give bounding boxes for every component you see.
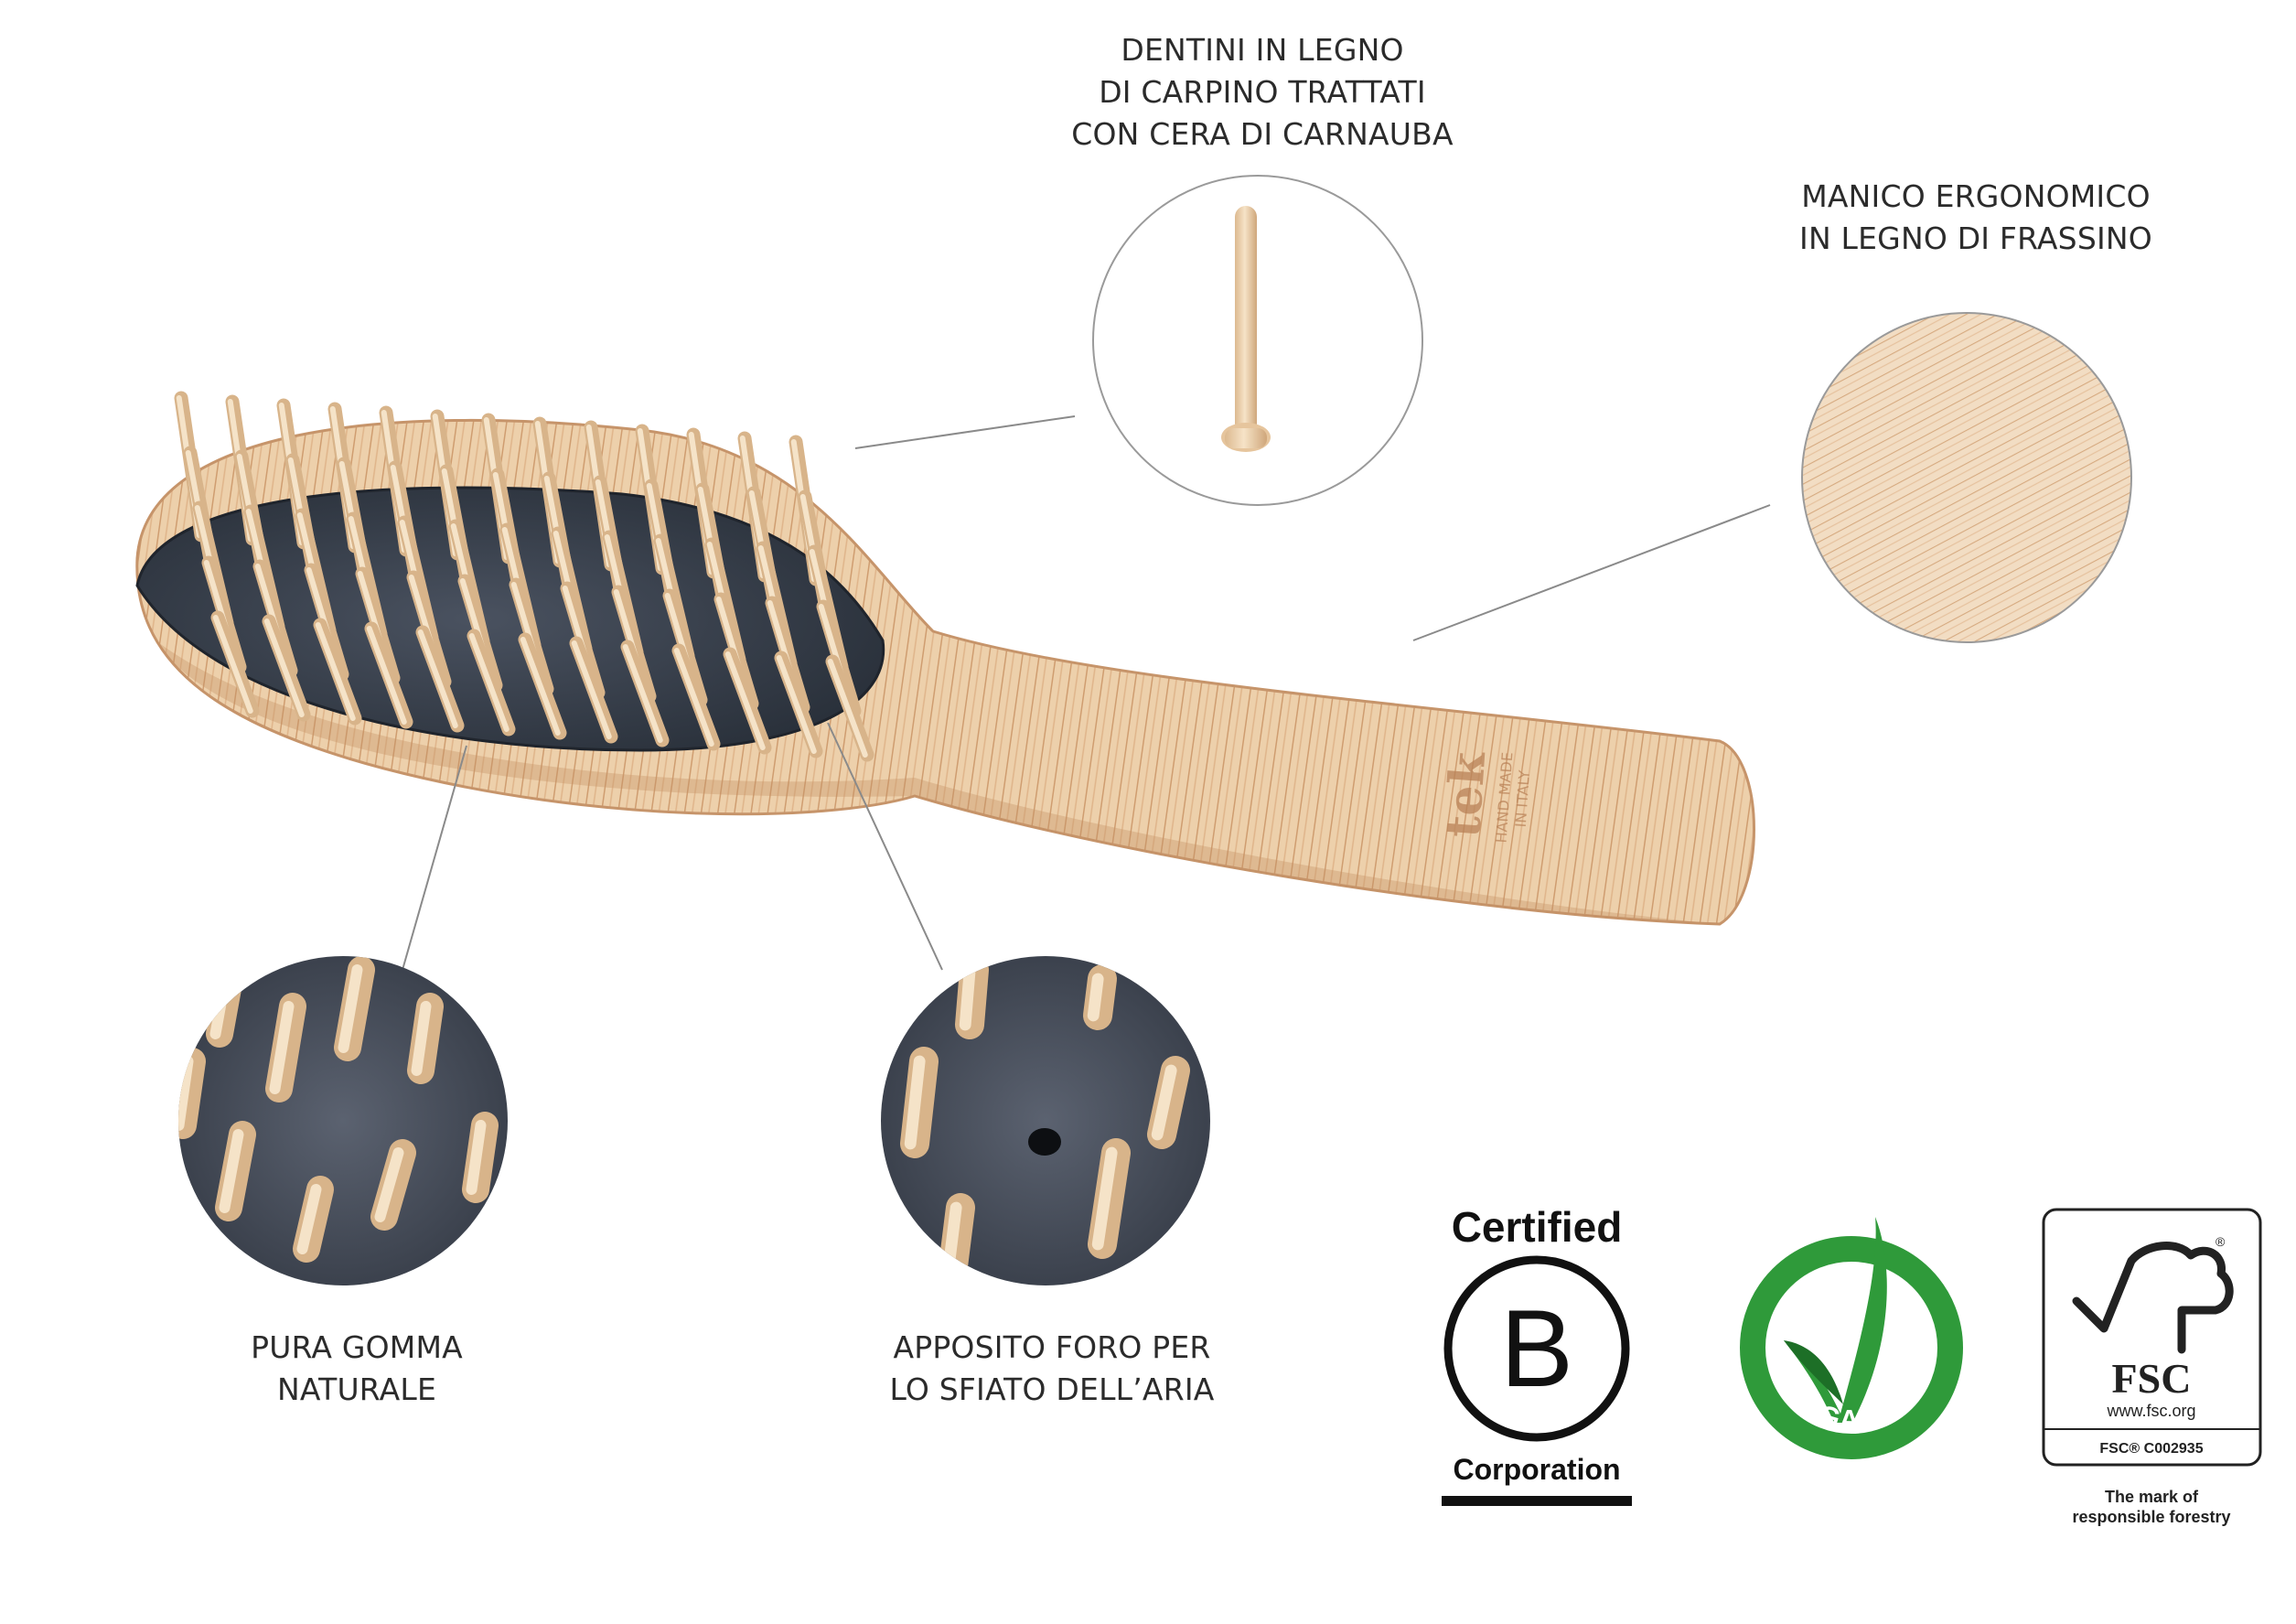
zoom-circle-grain	[1801, 312, 2132, 643]
bcorp-logo: Certified B Corporation	[1442, 1203, 1632, 1506]
brush-pin-highlight	[411, 1001, 432, 1076]
leader-rubber	[402, 745, 467, 971]
engraving-line2: IN ITALY	[1512, 769, 1533, 828]
brush-pin-highlight	[959, 963, 976, 1031]
brush-pin-highlight	[724, 651, 766, 750]
brush-pin-highlight	[212, 615, 253, 714]
veganok-logo: VEGANOK	[1740, 1217, 1963, 1459]
brush-pin-highlight	[904, 1055, 926, 1150]
brush-pins	[174, 391, 874, 762]
callout-teeth-caption: DENTINI IN LEGNO DI CARPINO TRATTATI CON…	[1015, 29, 1509, 156]
brush-pin-highlight	[827, 659, 868, 758]
bcorp-letter: B	[1500, 1287, 1573, 1410]
fsc-tagline-1: The mark of	[2105, 1488, 2199, 1506]
brush-pin-highlight	[366, 626, 407, 725]
brush-pin-highlight	[468, 633, 510, 732]
caption-line: DENTINI IN LEGNO	[1121, 32, 1404, 68]
zoom-circle-pin	[1092, 175, 1423, 506]
brush-pin-highlight	[1091, 1146, 1118, 1251]
brush-pin-highlight	[269, 1001, 295, 1094]
callout-handle-caption: MANICO ERGONOMICO IN LEGNO DI FRASSINO	[1738, 176, 2214, 260]
fsc-code: FSC® C002935	[2099, 1441, 2203, 1457]
brush-pin-highlight	[1087, 973, 1104, 1022]
leader-teeth	[854, 415, 1076, 449]
leader-handle	[1412, 504, 1771, 641]
air-hole	[1028, 1128, 1061, 1156]
zoom-circle-rubber	[178, 956, 508, 1285]
callout-rubber-caption: PURA GOMMA NATURALE	[183, 1327, 531, 1411]
brush-pin-highlight	[466, 1120, 487, 1195]
engraving-brand: tek	[1435, 749, 1497, 839]
brush-pin-highlight	[417, 629, 458, 728]
bcorp-certified: Certified	[1452, 1203, 1623, 1251]
brush-pin-highlight	[374, 1147, 404, 1222]
caption-line: NATURALE	[276, 1371, 436, 1407]
fsc-name: FSC	[2112, 1355, 2192, 1402]
brush-pin-highlight	[571, 640, 612, 739]
bcorp-corporation: Corporation	[1453, 1453, 1620, 1486]
brush-pin-highlight	[219, 1129, 244, 1213]
caption-line: MANICO ERGONOMICO	[1801, 178, 2151, 214]
vegan-leaf-icon	[1784, 1217, 1887, 1423]
svg-text:®: ®	[2216, 1234, 2226, 1249]
brush-pin-highlight	[315, 622, 356, 721]
caption-line: DI CARPINO TRATTATI	[1099, 74, 1426, 110]
caption-line: PURA GOMMA	[251, 1329, 463, 1365]
brush-pin-highlight	[263, 618, 305, 717]
caption-line: LO SFIATO DELL’ARIA	[889, 1371, 1215, 1407]
brush-pin-highlight	[673, 648, 714, 747]
brush-pin-highlight	[296, 1184, 322, 1254]
brush-pin-highlight	[1151, 1064, 1177, 1141]
fsc-tree-icon	[2072, 1242, 2234, 1354]
caption-line: IN LEGNO DI FRASSINO	[1799, 220, 2152, 256]
brush-pin-highlight	[520, 637, 561, 736]
leader-hole	[827, 722, 943, 971]
brush-pin-highlight	[178, 1056, 194, 1131]
fsc-url: www.fsc.org	[2106, 1402, 2195, 1420]
brush-pin-highlight	[622, 644, 663, 743]
fsc-tagline-2: responsible forestry	[2072, 1508, 2230, 1526]
zoom-circle-hole	[881, 956, 1210, 1285]
handle-engraving: tek HAND MADE IN ITALY	[1435, 749, 1533, 844]
leader-lines	[402, 415, 1771, 971]
caption-line: CON CERA DI CARNAUBA	[1071, 116, 1454, 152]
brush-pin-highlight	[338, 964, 363, 1053]
fsc-logo: ® FSC www.fsc.org FSC® C002935 The mark …	[2042, 1208, 2262, 1526]
caption-line: APPOSITO FORO PER	[893, 1329, 1211, 1365]
callout-hole-caption: APPOSITO FORO PER LO SFIATO DELL’ARIA	[842, 1327, 1262, 1411]
brush-pin-highlight	[776, 655, 817, 754]
brush-body	[135, 418, 1755, 926]
